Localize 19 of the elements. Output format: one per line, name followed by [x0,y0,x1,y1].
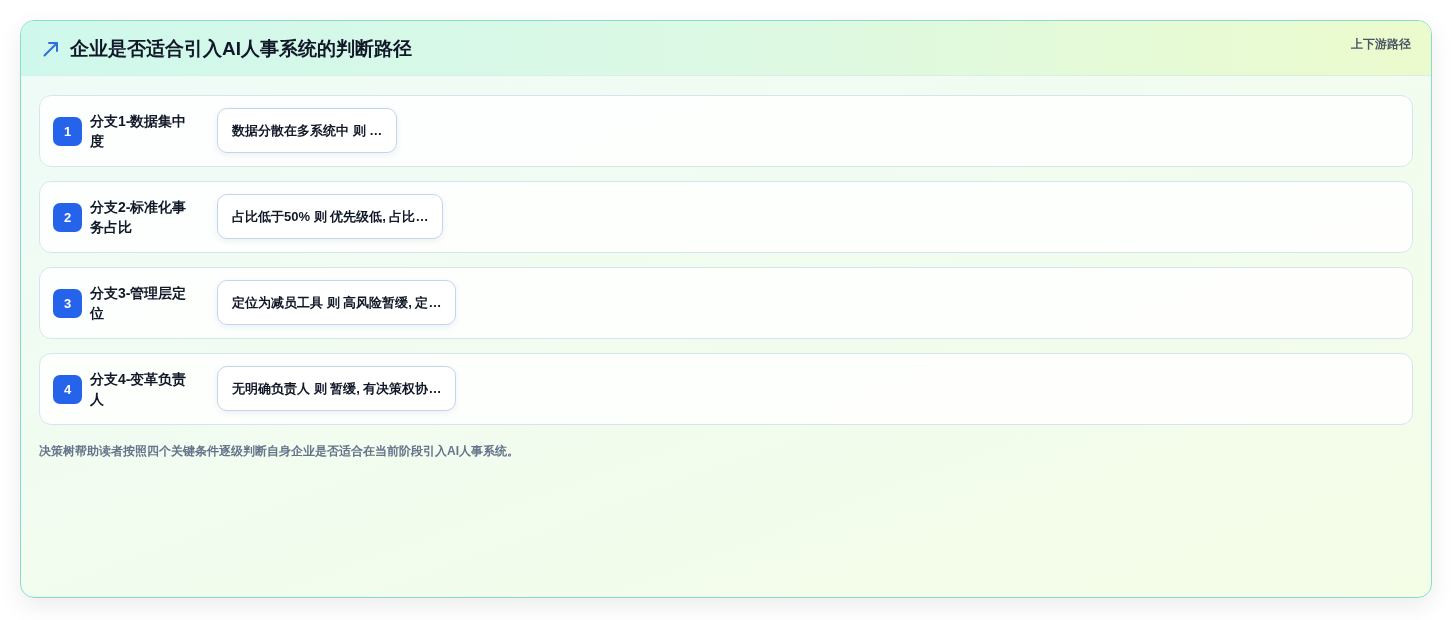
branch-card [39,353,1413,425]
number-badge: 2 [53,203,82,232]
number-badge: 4 [53,375,82,404]
outcome-tag: 定位为减员工具 则 高风险暂缓, 定… [217,280,457,325]
diagram-title: 企业是否适合引入AI人事系统的判断路径 [70,37,412,61]
branch-card [39,181,1413,253]
outcome-tag: 无明确负责人 则 暂缓, 有决策权协… [217,366,457,411]
branch-title: 分支3-管理层定位 [90,284,188,323]
branch-title: 分支4-变革负责人 [90,370,188,409]
number-badge: 3 [53,289,82,318]
branch-card [39,95,1413,167]
header-label: 上下游路径 [1351,36,1411,52]
branch-title: 分支1-数据集中度 [90,112,188,151]
number-badge: 1 [53,117,82,146]
caption-text: 决策树帮助读者按照四个关键条件逐级判断自身企业是否适合在当前阶段引入AI人事系统。 [39,443,519,459]
branch-card [39,267,1413,339]
outcome-tag: 占比低于50% 则 优先级低, 占比… [217,194,444,239]
outcome-tag: 数据分散在多系统中 则 … [217,108,398,153]
branch-title: 分支2-标准化事务占比 [90,198,188,237]
